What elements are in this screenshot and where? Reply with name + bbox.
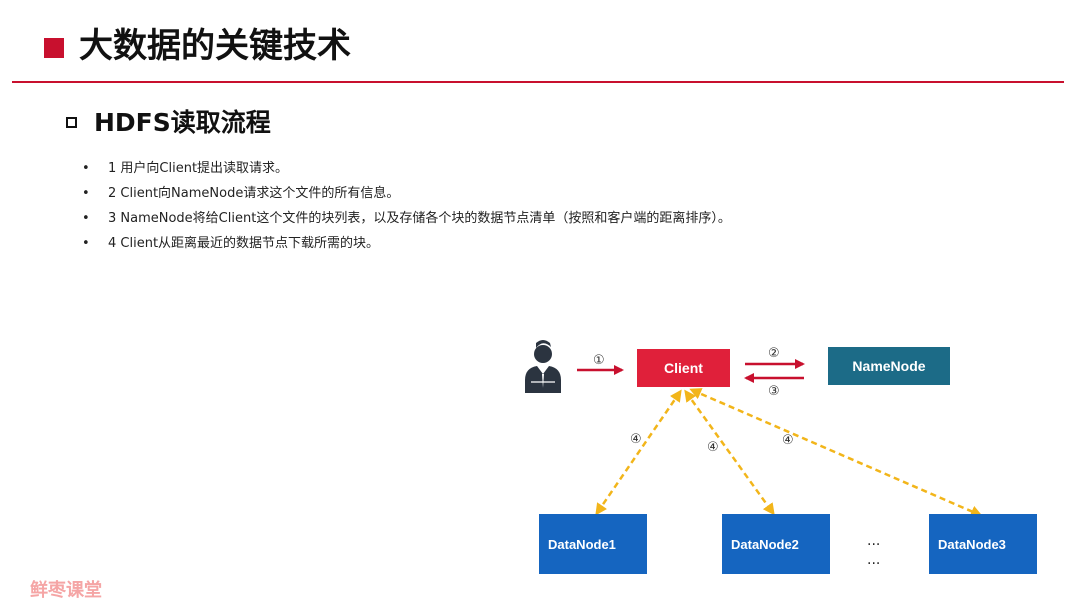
dashed-arrow-client-datanode2 bbox=[684, 389, 775, 516]
dashed-arrow-client-datanode3 bbox=[689, 388, 983, 517]
dashed-arrow-client-datanode1 bbox=[595, 389, 682, 516]
datanode-1: DataNode1 bbox=[539, 514, 647, 574]
step-text: 1 用户向Client提出读取请求。 bbox=[108, 161, 289, 176]
datanode-3: DataNode3 bbox=[929, 514, 1037, 574]
bullet: • bbox=[82, 211, 90, 226]
user-businessman-icon bbox=[525, 340, 561, 393]
bullet: • bbox=[82, 236, 90, 251]
datanode-2: DataNode2 bbox=[722, 514, 830, 574]
subtitle-square-marker bbox=[66, 117, 77, 128]
step-label-4a: ④ bbox=[630, 432, 642, 447]
section-subtitle: HDFS读取流程 bbox=[94, 108, 271, 137]
step-text: 4 Client从距离最近的数据节点下载所需的块。 bbox=[108, 236, 380, 251]
page-title: 大数据的关键技术 bbox=[79, 26, 351, 66]
step-label-4b: ④ bbox=[707, 440, 719, 455]
step-item-4: • 4 Client从距离最近的数据节点下载所需的块。 bbox=[80, 232, 731, 257]
watermark: 鲜枣课堂 bbox=[30, 580, 102, 601]
step-text: 3 NameNode将给Client这个文件的块列表，以及存储各个块的数据节点清… bbox=[108, 211, 731, 226]
namenode-node: NameNode bbox=[828, 347, 950, 385]
step-label-2: ② bbox=[768, 346, 780, 361]
step-item-3: • 3 NameNode将给Client这个文件的块列表，以及存储各个块的数据节点… bbox=[80, 207, 731, 232]
step-label-3: ③ bbox=[768, 384, 780, 399]
title-divider bbox=[12, 81, 1064, 83]
step-label-1: ① bbox=[593, 353, 605, 368]
step-item-2: • 2 Client向NameNode请求这个文件的所有信息。 bbox=[80, 182, 731, 207]
ellipsis-top: ... bbox=[867, 533, 881, 549]
client-node: Client bbox=[637, 349, 730, 387]
step-label-4c: ④ bbox=[782, 433, 794, 448]
step-item-1: • 1 用户向Client提出读取请求。 bbox=[80, 157, 731, 182]
step-list: • 1 用户向Client提出读取请求。 • 2 Client向NameNode请求… bbox=[80, 157, 731, 257]
step-text: 2 Client向NameNode请求这个文件的所有信息。 bbox=[108, 186, 400, 201]
bullet: • bbox=[82, 186, 90, 201]
title-marker bbox=[44, 38, 64, 58]
bullet: • bbox=[82, 161, 90, 176]
ellipsis-bottom: ... bbox=[867, 552, 881, 568]
